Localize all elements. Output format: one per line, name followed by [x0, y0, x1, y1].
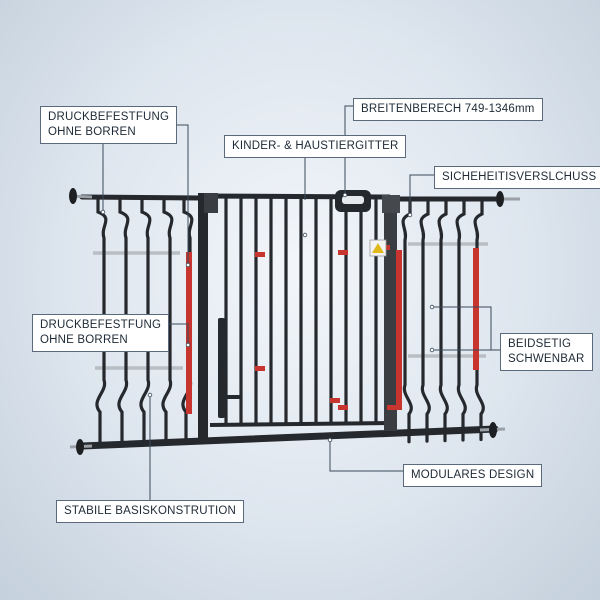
- label-line: KINDER- & HAUSTIERGITTER: [232, 140, 399, 152]
- leader-line: [128, 395, 151, 507]
- lock-lever: [218, 318, 225, 418]
- leader-dot: [185, 342, 191, 348]
- latch-block: [382, 195, 400, 213]
- label-line: STABILE BASISKONSTRUTION: [64, 505, 237, 517]
- label-line: MODULARES DESIGN: [411, 469, 535, 481]
- label-line: SCHWENBAR: [508, 353, 585, 365]
- extension-bar: [437, 199, 449, 443]
- leader-line: [170, 124, 189, 265]
- label-stabile-basiskonstruktion: STABILE BASISKONSTRUTION: [56, 500, 245, 523]
- extension-bar: [139, 197, 152, 444]
- extension-bar: [117, 197, 130, 445]
- label-line: BEIDSETIG: [508, 338, 572, 350]
- extension-bar: [419, 199, 431, 443]
- warning-triangle-icon: [372, 243, 384, 253]
- label-sicherheitsverschluss: SICHEHEITISVERSLCHUSS: [434, 166, 600, 189]
- label-line: OHNE BORREN: [48, 126, 136, 138]
- red-stopper: [330, 398, 340, 403]
- latch-post: [384, 195, 397, 431]
- leader-dot: [429, 304, 435, 310]
- label-druckbefestigung-middle: DRUCKBEFESTFUNG OHNE BORREN: [32, 314, 170, 352]
- pressure-pad: [496, 191, 504, 207]
- red-stopper: [255, 366, 265, 371]
- extension-bar: [455, 199, 467, 442]
- pressure-pad: [69, 188, 77, 204]
- label-line: SICHEHEITISVERSLCHUSS: [442, 171, 597, 183]
- label-line: DRUCKBEFESTFUNG: [40, 319, 162, 331]
- leader-dot: [407, 212, 413, 218]
- label-line: BREITENBERECH 749-1346mm: [361, 103, 535, 115]
- leader-dot: [327, 437, 333, 443]
- label-beidseitig-schwenkbar: BEIDSETIG SCHWENBAR: [500, 333, 593, 371]
- red-stopper: [387, 405, 397, 410]
- leader-dot: [147, 392, 153, 398]
- label-line: DRUCKBEFESTFUNG: [48, 111, 170, 123]
- extension-bar: [95, 197, 108, 446]
- red-stopper: [338, 250, 348, 255]
- door-handle-grip: [342, 196, 364, 204]
- extension-bar: [401, 199, 413, 444]
- red-stopper: [338, 405, 348, 410]
- red-pressure-tube: [473, 248, 479, 370]
- leader-line: [432, 306, 500, 351]
- leader-line: [329, 440, 403, 472]
- hinge-block: [204, 193, 218, 213]
- red-stopper: [255, 252, 265, 257]
- label-druckbefestigung-top: DRUCKBEFESTFUNG OHNE BORREN: [40, 106, 178, 144]
- leader-dot: [342, 192, 348, 198]
- red-pressure-tube: [396, 250, 402, 410]
- red-pressure-tube: [186, 252, 192, 414]
- leader-line: [344, 105, 355, 195]
- label-kinder-haustiergitter: KINDER- & HAUSTIERGITTER: [224, 135, 407, 158]
- label-breitenbereich: BREITENBERECH 749-1346mm: [353, 98, 543, 121]
- extension-bar: [161, 197, 174, 444]
- leader-dot: [100, 209, 106, 215]
- pressure-pad: [489, 422, 497, 438]
- leader-dot: [429, 347, 435, 353]
- pressure-pad: [76, 439, 84, 455]
- top-rail-left: [79, 194, 203, 201]
- hinge-post: [198, 193, 208, 441]
- leader-line: [409, 174, 434, 215]
- leader-dot: [185, 262, 191, 268]
- label-line: OHNE BORREN: [40, 334, 128, 346]
- label-modulares-design: MODULARES DESIGN: [403, 464, 543, 487]
- leader-dot: [302, 232, 308, 238]
